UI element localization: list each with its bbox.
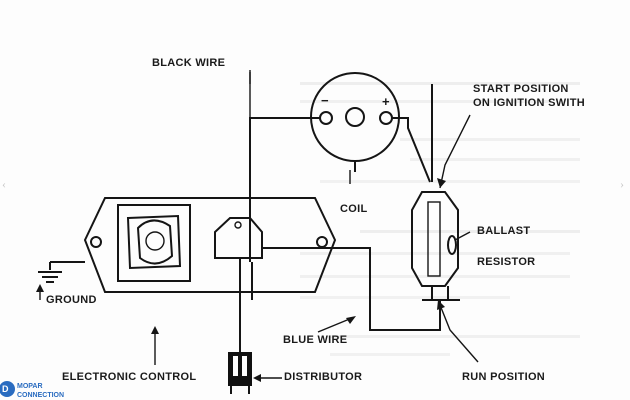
ignition-coil: − +: [310, 72, 400, 172]
ballast-label: BALLAST: [477, 225, 530, 237]
mopar-connection-logo: D MOPAR CONNECTION: [0, 381, 64, 399]
svg-text:D: D: [2, 384, 9, 394]
distributor-connector: [228, 352, 252, 394]
power-transistor: [136, 219, 174, 265]
mount-hole-left: [90, 236, 102, 248]
run-position-label: RUN POSITION: [462, 371, 545, 383]
ground-symbol: [38, 261, 85, 283]
ground-label: GROUND: [46, 294, 97, 306]
electronic-control-module: [83, 197, 337, 293]
heat-sink: [117, 204, 191, 282]
mount-hole-right: [316, 236, 328, 248]
resistor-label: RESISTOR: [477, 256, 535, 268]
coil-label: COIL: [340, 203, 367, 215]
module-connector: [214, 217, 263, 259]
electronic-control-label: ELECTRONIC CONTROL: [62, 371, 196, 383]
black-wire: [239, 72, 320, 352]
left-nav-mark-icon: ‹: [2, 177, 6, 191]
blue-wire: [251, 247, 441, 331]
ballast-resistor: [411, 191, 460, 301]
start-position-label-line1: START POSITION: [473, 83, 569, 95]
blue-wire-label: BLUE WIRE: [283, 334, 347, 346]
logo-line1: MOPAR: [17, 383, 43, 390]
logo-line2: CONNECTION: [17, 392, 64, 399]
coil-negative-terminal: [319, 111, 333, 125]
coil-to-ballast-wire: [392, 84, 433, 183]
start-position-label-line2: ON IGNITION SWITH: [473, 97, 585, 109]
distributor-label: DISTRIBUTOR: [284, 371, 362, 383]
right-nav-mark-icon: ›: [620, 177, 624, 191]
leader-lines: [36, 70, 479, 382]
coil-plus-label: +: [382, 94, 390, 109]
coil-positive-terminal: [379, 111, 393, 125]
black-wire-label: BLACK WIRE: [152, 57, 225, 69]
coil-minus-label: −: [321, 93, 329, 108]
